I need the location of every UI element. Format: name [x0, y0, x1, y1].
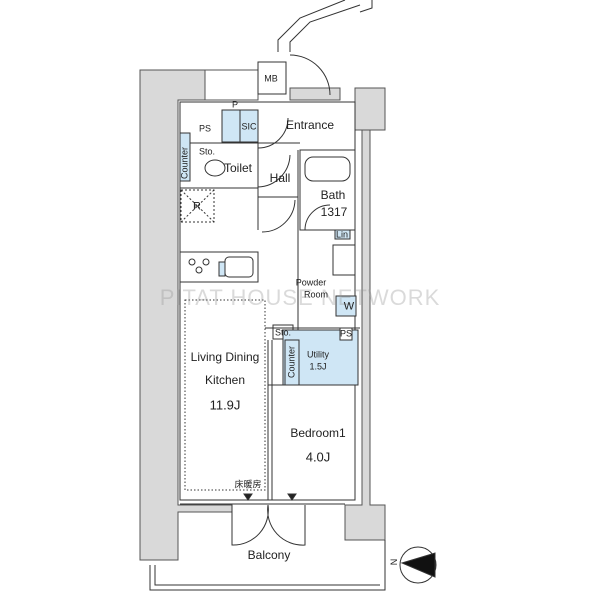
- structural-walls: [139, 69, 386, 561]
- vanity: [332, 244, 356, 276]
- toilet-counter: [179, 132, 191, 182]
- label-ldk-size: 11.9J: [209, 397, 241, 413]
- label-balcony: Balcony: [247, 548, 291, 562]
- label-entrance: Entrance: [285, 118, 335, 132]
- label-bedroom: Bedroom1: [290, 426, 346, 440]
- washer: [335, 295, 357, 317]
- label-sto-utility: Sto.: [274, 327, 292, 338]
- balcony-railing: [149, 540, 386, 591]
- label-mb: MB: [264, 73, 278, 84]
- label-counter-utility: Counter: [286, 345, 297, 379]
- label-utility: Utility: [307, 349, 329, 360]
- label-r: R: [193, 200, 201, 213]
- label-ldk-1: Living Dining: [190, 350, 260, 364]
- label-ldk-2: Kitchen: [204, 373, 246, 387]
- label-floor-heating: 床暖房: [234, 479, 262, 490]
- compass-icon: [399, 546, 437, 584]
- corridor-lines: [277, 0, 373, 52]
- label-ps: PS: [198, 123, 212, 134]
- label-lin: Lin: [335, 229, 349, 240]
- label-p: P: [231, 99, 239, 110]
- entrance-door-swing: [289, 54, 331, 96]
- label-powder-1: Powder: [295, 277, 327, 288]
- label-bedroom-size: 4.0J: [305, 449, 331, 465]
- label-toilet: Toilet: [223, 161, 253, 175]
- bathtub: [304, 156, 351, 182]
- window-marker: [287, 493, 297, 501]
- kitchen-counter: [179, 251, 259, 283]
- label-w: W: [343, 300, 355, 313]
- floor-heating-area: [184, 299, 266, 491]
- label-bath: Bath: [320, 188, 346, 202]
- sink: [224, 256, 254, 278]
- mb-box: [257, 61, 287, 95]
- label-utility-size: 1.5J: [309, 361, 327, 372]
- label-sic: SIC: [241, 121, 257, 132]
- label-bath-size: 1317: [320, 205, 348, 219]
- compass-north-label: N: [388, 558, 399, 566]
- label-hall: Hall: [269, 171, 291, 185]
- label-sto-toilet: Sto.: [198, 146, 216, 157]
- label-ps-utility: PS: [339, 328, 353, 339]
- label-counter-toilet: Counter: [179, 146, 190, 180]
- watermark: PITAT HOUSE NETWORK: [159, 285, 441, 310]
- linen-box: [334, 229, 351, 240]
- window-marker: [243, 493, 253, 501]
- label-powder-2: Room: [303, 289, 329, 300]
